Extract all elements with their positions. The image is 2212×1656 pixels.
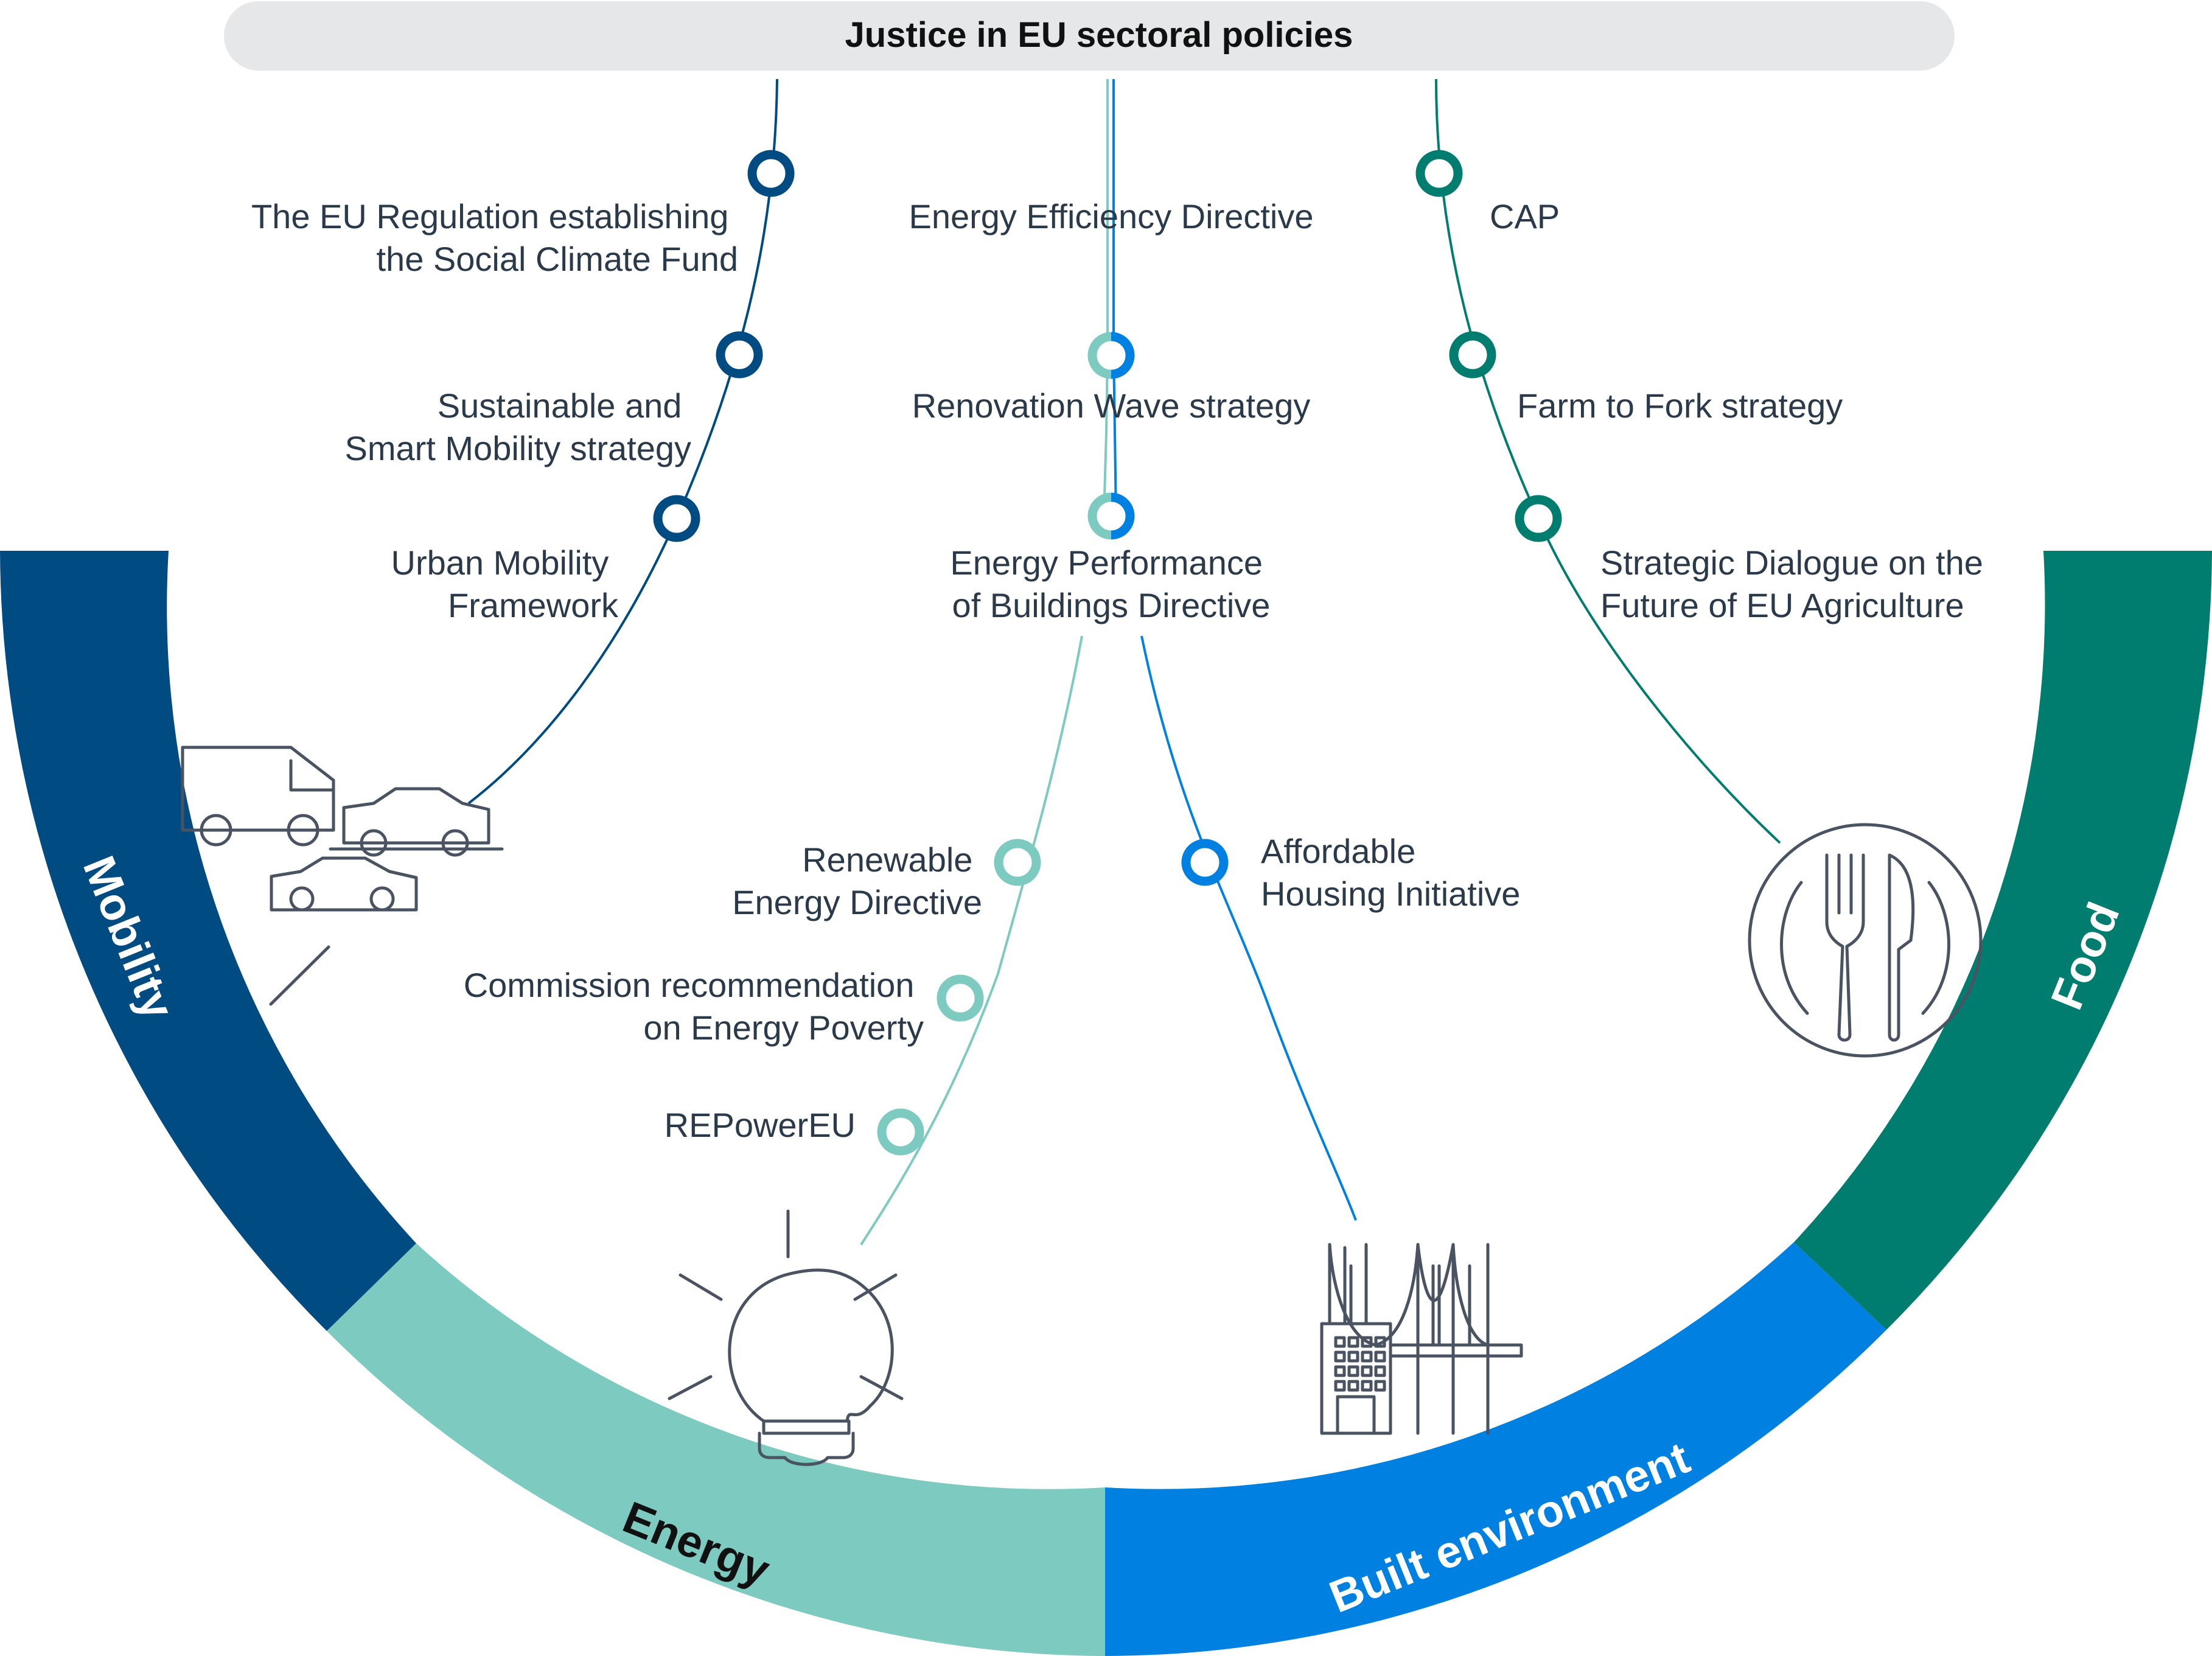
label-energy-efficiency: Energy Efficiency Directive	[909, 197, 1314, 236]
food-connector-line	[1435, 79, 1781, 844]
ring-segment-energy	[327, 1243, 1105, 1656]
marker-affordable-housing	[1181, 839, 1229, 886]
marker-energy-poverty	[937, 974, 984, 1022]
ring-segment-built-environment	[1105, 1242, 1886, 1656]
marker-social-climate-fund	[747, 150, 795, 197]
label-farm-to-fork: Farm to Fork strategy	[1517, 386, 1843, 425]
lightbulb-icon	[668, 1209, 904, 1466]
header-bar: Justice in EU sectoral policies	[224, 1, 1955, 71]
label-cap: CAP	[1490, 197, 1560, 236]
marker-renewable-energy	[994, 839, 1041, 886]
plate-cutlery-icon	[1748, 823, 1983, 1058]
marker-cap	[1415, 150, 1463, 197]
ring-segment-food	[1794, 551, 2212, 1330]
buildings-bridge-icon	[1320, 1243, 1523, 1435]
vehicles-icon	[181, 746, 504, 1006]
label-urban-mobility: Urban Mobility Framework	[391, 543, 619, 624]
policy-labels: The EU Regulation establishing the Socia…	[251, 197, 1992, 1144]
label-social-climate-fund: The EU Regulation establishing the Socia…	[251, 197, 738, 278]
built-env-connector-line	[1112, 79, 1357, 1221]
marker-renovation-wave	[1087, 332, 1135, 379]
label-energy-poverty: Commission recommendation on Energy Pove…	[464, 966, 924, 1047]
marker-repowereu	[877, 1108, 924, 1156]
label-renewable-energy: Renewable Energy Directive	[732, 840, 982, 921]
marker-farm-to-fork	[1449, 331, 1496, 379]
marker-strategic-dialogue	[1515, 495, 1562, 542]
marker-urban-mobility	[653, 495, 700, 542]
label-renovation-wave: Renovation Wave strategy	[912, 386, 1311, 425]
label-repowereu: REPowerEU	[665, 1106, 856, 1144]
label-affordable-housing: Affordable Housing Initiative	[1261, 832, 1520, 913]
policy-markers	[653, 150, 1562, 1156]
sector-ring: Mobility Energy Built environment Food	[0, 551, 2212, 1656]
energy-connector-line	[860, 79, 1109, 1246]
marker-smart-mobility	[716, 331, 763, 379]
marker-energy-performance-buildings	[1087, 492, 1135, 540]
ring-segment-mobility	[0, 551, 416, 1331]
label-energy-performance-buildings: Energy Performance of Buildings Directiv…	[950, 543, 1272, 624]
label-smart-mobility: Sustainable and Smart Mobility strategy	[345, 386, 692, 467]
header-title: Justice in EU sectoral policies	[845, 15, 1353, 55]
label-strategic-dialogue: Strategic Dialogue on the Future of EU A…	[1600, 543, 1992, 624]
